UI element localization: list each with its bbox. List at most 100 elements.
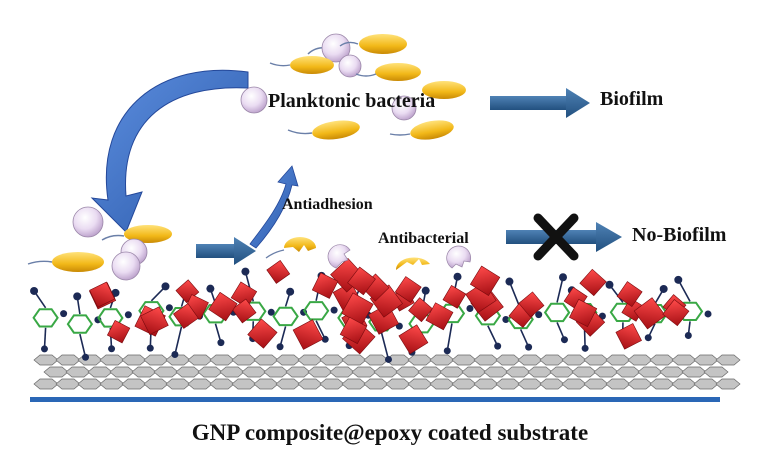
- nanoparticle-diamond-icon: [569, 298, 598, 328]
- graphene-hex: [439, 366, 465, 378]
- graphene-hex: [43, 366, 69, 378]
- linker-node: [40, 345, 48, 353]
- nanoparticle-layer: [89, 258, 690, 355]
- linker-node: [276, 343, 284, 351]
- graphene-hex: [671, 354, 697, 366]
- nanoparticle-diamond-icon: [106, 320, 131, 344]
- round-spore-icon: [72, 206, 104, 238]
- graphene-hex: [307, 366, 333, 378]
- linker-node: [466, 305, 474, 313]
- linker-node: [581, 344, 589, 352]
- nanoparticle-diamond-icon: [518, 291, 545, 318]
- linker-node: [684, 331, 692, 339]
- graphene-hex: [407, 378, 433, 390]
- polymer-chain: [487, 325, 499, 347]
- linker-node: [73, 292, 82, 301]
- nanoparticle-diamond-icon: [247, 318, 278, 349]
- graphene-hex: [209, 378, 235, 390]
- graphene-hex: [451, 378, 477, 390]
- linker-node: [494, 342, 502, 350]
- linker-node: [146, 344, 154, 352]
- linker-node: [605, 280, 614, 289]
- linker-node: [535, 311, 543, 319]
- graphene-hex: [671, 378, 697, 390]
- linker-node: [384, 355, 392, 363]
- graphene-hex: [341, 378, 367, 390]
- graphene-sheets: [33, 354, 741, 390]
- graphene-hex: [219, 366, 245, 378]
- polymer-ring: [32, 308, 59, 328]
- graphene-hex: [33, 378, 59, 390]
- graphene-hex: [121, 378, 147, 390]
- graphene-hex: [715, 354, 741, 366]
- linker-node: [286, 287, 295, 296]
- nanoparticle-diamond-icon: [292, 319, 324, 350]
- linker-node: [502, 315, 510, 323]
- graphene-hex: [121, 354, 147, 366]
- linker-node: [674, 275, 683, 284]
- graphene-hex: [539, 378, 565, 390]
- graphene-hex: [319, 354, 345, 366]
- graphene-hex: [55, 378, 81, 390]
- rod-bacterium-icon: [52, 252, 104, 272]
- nanoparticle-diamond-icon: [208, 291, 238, 322]
- graphene-hex: [429, 378, 455, 390]
- graphene-hex: [605, 378, 631, 390]
- substrate-line: [30, 397, 720, 402]
- graphene-hex: [131, 366, 157, 378]
- polymer-ring: [66, 314, 94, 334]
- linker-node: [559, 273, 568, 282]
- rod-bacterium-icon: [422, 81, 466, 99]
- graphene-hex: [341, 354, 367, 366]
- graphene-hex: [539, 354, 565, 366]
- linker-node: [165, 304, 173, 312]
- graphene-hex: [275, 378, 301, 390]
- rod-bacterium-icon: [307, 33, 351, 63]
- nanoparticle-diamond-icon: [394, 276, 422, 303]
- arrow-to-antiadhesion: [196, 237, 256, 265]
- linker-node: [217, 339, 225, 347]
- graphene-hex: [241, 366, 267, 378]
- linker-node: [82, 353, 90, 361]
- damaged-bacterium-icon: [284, 237, 316, 252]
- nanoparticle-diamond-icon: [231, 298, 257, 324]
- graphene-hex: [253, 378, 279, 390]
- graphene-hex: [527, 366, 553, 378]
- graphene-hex: [55, 354, 81, 366]
- nanoparticle-diamond-icon: [266, 260, 291, 284]
- linker-node: [330, 306, 338, 314]
- graphene-hex: [285, 366, 311, 378]
- damaged-bacterium-icon: [446, 245, 471, 269]
- antibacterial-label: Antibacterial: [378, 230, 469, 247]
- graphene-hex: [473, 378, 499, 390]
- linker-node: [659, 284, 668, 293]
- blocked-cross-icon: [533, 213, 579, 261]
- no-biofilm-label: No-Biofilm: [632, 224, 727, 246]
- rod-bacterium-icon: [359, 34, 407, 54]
- graphene-hex: [429, 354, 455, 366]
- graphene-hex: [649, 354, 675, 366]
- linker-node: [267, 308, 275, 316]
- graphene-hex: [77, 378, 103, 390]
- graphene-hex: [583, 378, 609, 390]
- nanoparticle-diamond-icon: [172, 303, 199, 329]
- nanoparticle-diamond-icon: [633, 297, 666, 330]
- graphene-hex: [417, 366, 443, 378]
- nanoparticle-diamond-icon: [339, 316, 368, 345]
- graphene-hex: [187, 354, 213, 366]
- polymer-ring: [543, 302, 571, 323]
- nanoparticle-diamond-icon: [616, 281, 643, 308]
- graphene-hex: [407, 354, 433, 366]
- linker-node: [505, 277, 514, 286]
- graphene-hex: [593, 366, 619, 378]
- graphene-hex: [351, 366, 377, 378]
- graphene-hex: [583, 354, 609, 366]
- round-spore-icon: [338, 54, 362, 78]
- graphene-hex: [297, 354, 323, 366]
- rod-bacterium-icon: [410, 120, 454, 140]
- graphene-hex: [275, 354, 301, 366]
- graphene-hex: [187, 378, 213, 390]
- graphene-hex: [165, 354, 191, 366]
- nanoparticle-diamond-icon: [408, 297, 433, 323]
